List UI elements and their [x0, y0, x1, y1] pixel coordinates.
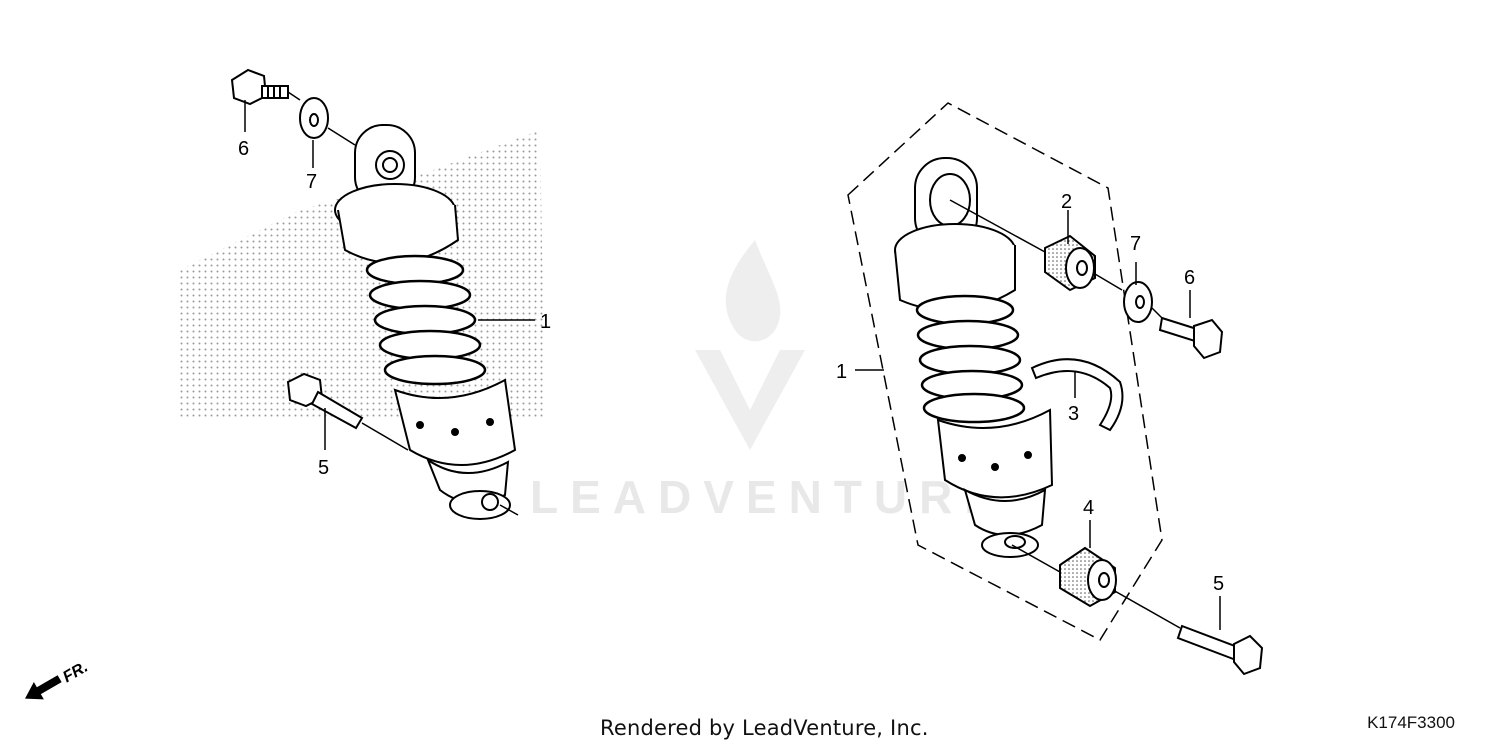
callout-right-1: 1 [836, 361, 847, 383]
right-leader-lines [855, 199, 1221, 630]
left-leader-lines [244, 91, 535, 516]
right-shock-absorber [894, 157, 1054, 558]
callout-right-4: 4 [1083, 497, 1094, 519]
watermark-text: LEADVENTURE [530, 471, 1008, 523]
callout-right-6: 6 [1184, 267, 1195, 289]
callout-right-2: 2 [1061, 191, 1072, 213]
callout-right-3: 3 [1068, 403, 1079, 425]
left-bolt-5 [286, 372, 364, 430]
callout-right-7: 7 [1130, 233, 1141, 255]
callout-left-6: 6 [238, 138, 249, 160]
callout-right-5: 5 [1213, 573, 1224, 595]
right-washer-7 [1123, 281, 1153, 323]
right-band-3 [1030, 358, 1124, 432]
diagram-code: K174F3300 [1367, 713, 1455, 732]
left-callouts: 6 7 1 5 [238, 138, 551, 479]
right-bushing-4 [1059, 546, 1117, 608]
right-bolt-6 [1158, 316, 1224, 360]
left-bolt-6 [230, 68, 289, 106]
footer-credit: Rendered by LeadVenture, Inc. [600, 716, 929, 740]
right-bolt-5 [1176, 624, 1264, 676]
front-arrow-label: FR. [60, 659, 91, 687]
front-direction-arrow: FR. [25, 659, 91, 700]
callout-left-7: 7 [306, 171, 317, 193]
left-washer-7 [299, 97, 329, 139]
right-assembly-boundary [847, 102, 1163, 641]
right-callouts: 2 7 6 1 3 4 5 [836, 191, 1224, 595]
left-shock-absorber [334, 124, 517, 520]
callout-left-5: 5 [318, 457, 329, 479]
right-bushing-2 [1044, 234, 1096, 292]
callout-left-1: 1 [540, 311, 551, 333]
watermark-logo [695, 240, 805, 450]
